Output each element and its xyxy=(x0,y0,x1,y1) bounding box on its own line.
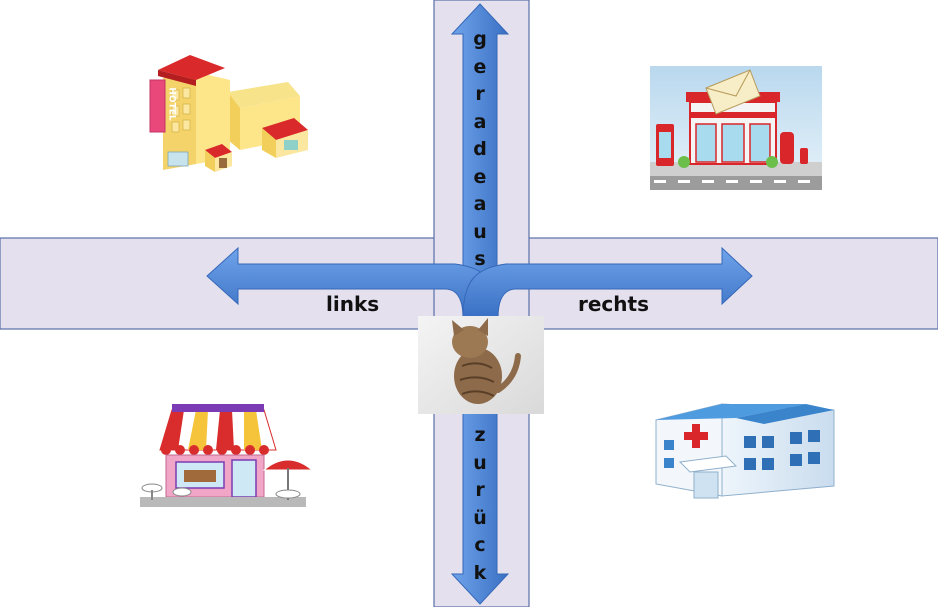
straight-letter: d xyxy=(473,138,487,160)
kitten-photo xyxy=(418,316,544,414)
hospital-illustration xyxy=(655,403,835,499)
straight-letter: g xyxy=(473,28,487,50)
straight-letter: u xyxy=(473,220,487,243)
straight-letter: r xyxy=(475,83,485,105)
straight-letter: a xyxy=(473,110,487,133)
back-letter: r xyxy=(475,479,485,501)
back-letter: c xyxy=(474,534,486,556)
left-label: links xyxy=(326,292,380,316)
hotel-sign: HOTEL xyxy=(167,87,177,120)
straight-letter: s xyxy=(474,248,486,270)
post-office-illustration xyxy=(650,66,822,190)
straight-label: g e r a d e a u s xyxy=(462,26,498,274)
right-label: rechts xyxy=(578,292,649,316)
right-arrow xyxy=(462,246,753,319)
straight-letter: e xyxy=(473,55,487,78)
back-letter: z xyxy=(474,424,486,446)
hotel-illustration: HOTEL xyxy=(149,55,308,172)
back-letter: k xyxy=(473,561,487,584)
back-letter: u xyxy=(473,451,487,474)
straight-letter: a xyxy=(473,193,487,215)
back-letter: ü xyxy=(473,506,487,529)
straight-arrow xyxy=(450,3,510,291)
straight-letter: e xyxy=(473,165,487,188)
cafe-illustration xyxy=(140,404,314,507)
back-label: z u r ü c k xyxy=(462,422,498,587)
